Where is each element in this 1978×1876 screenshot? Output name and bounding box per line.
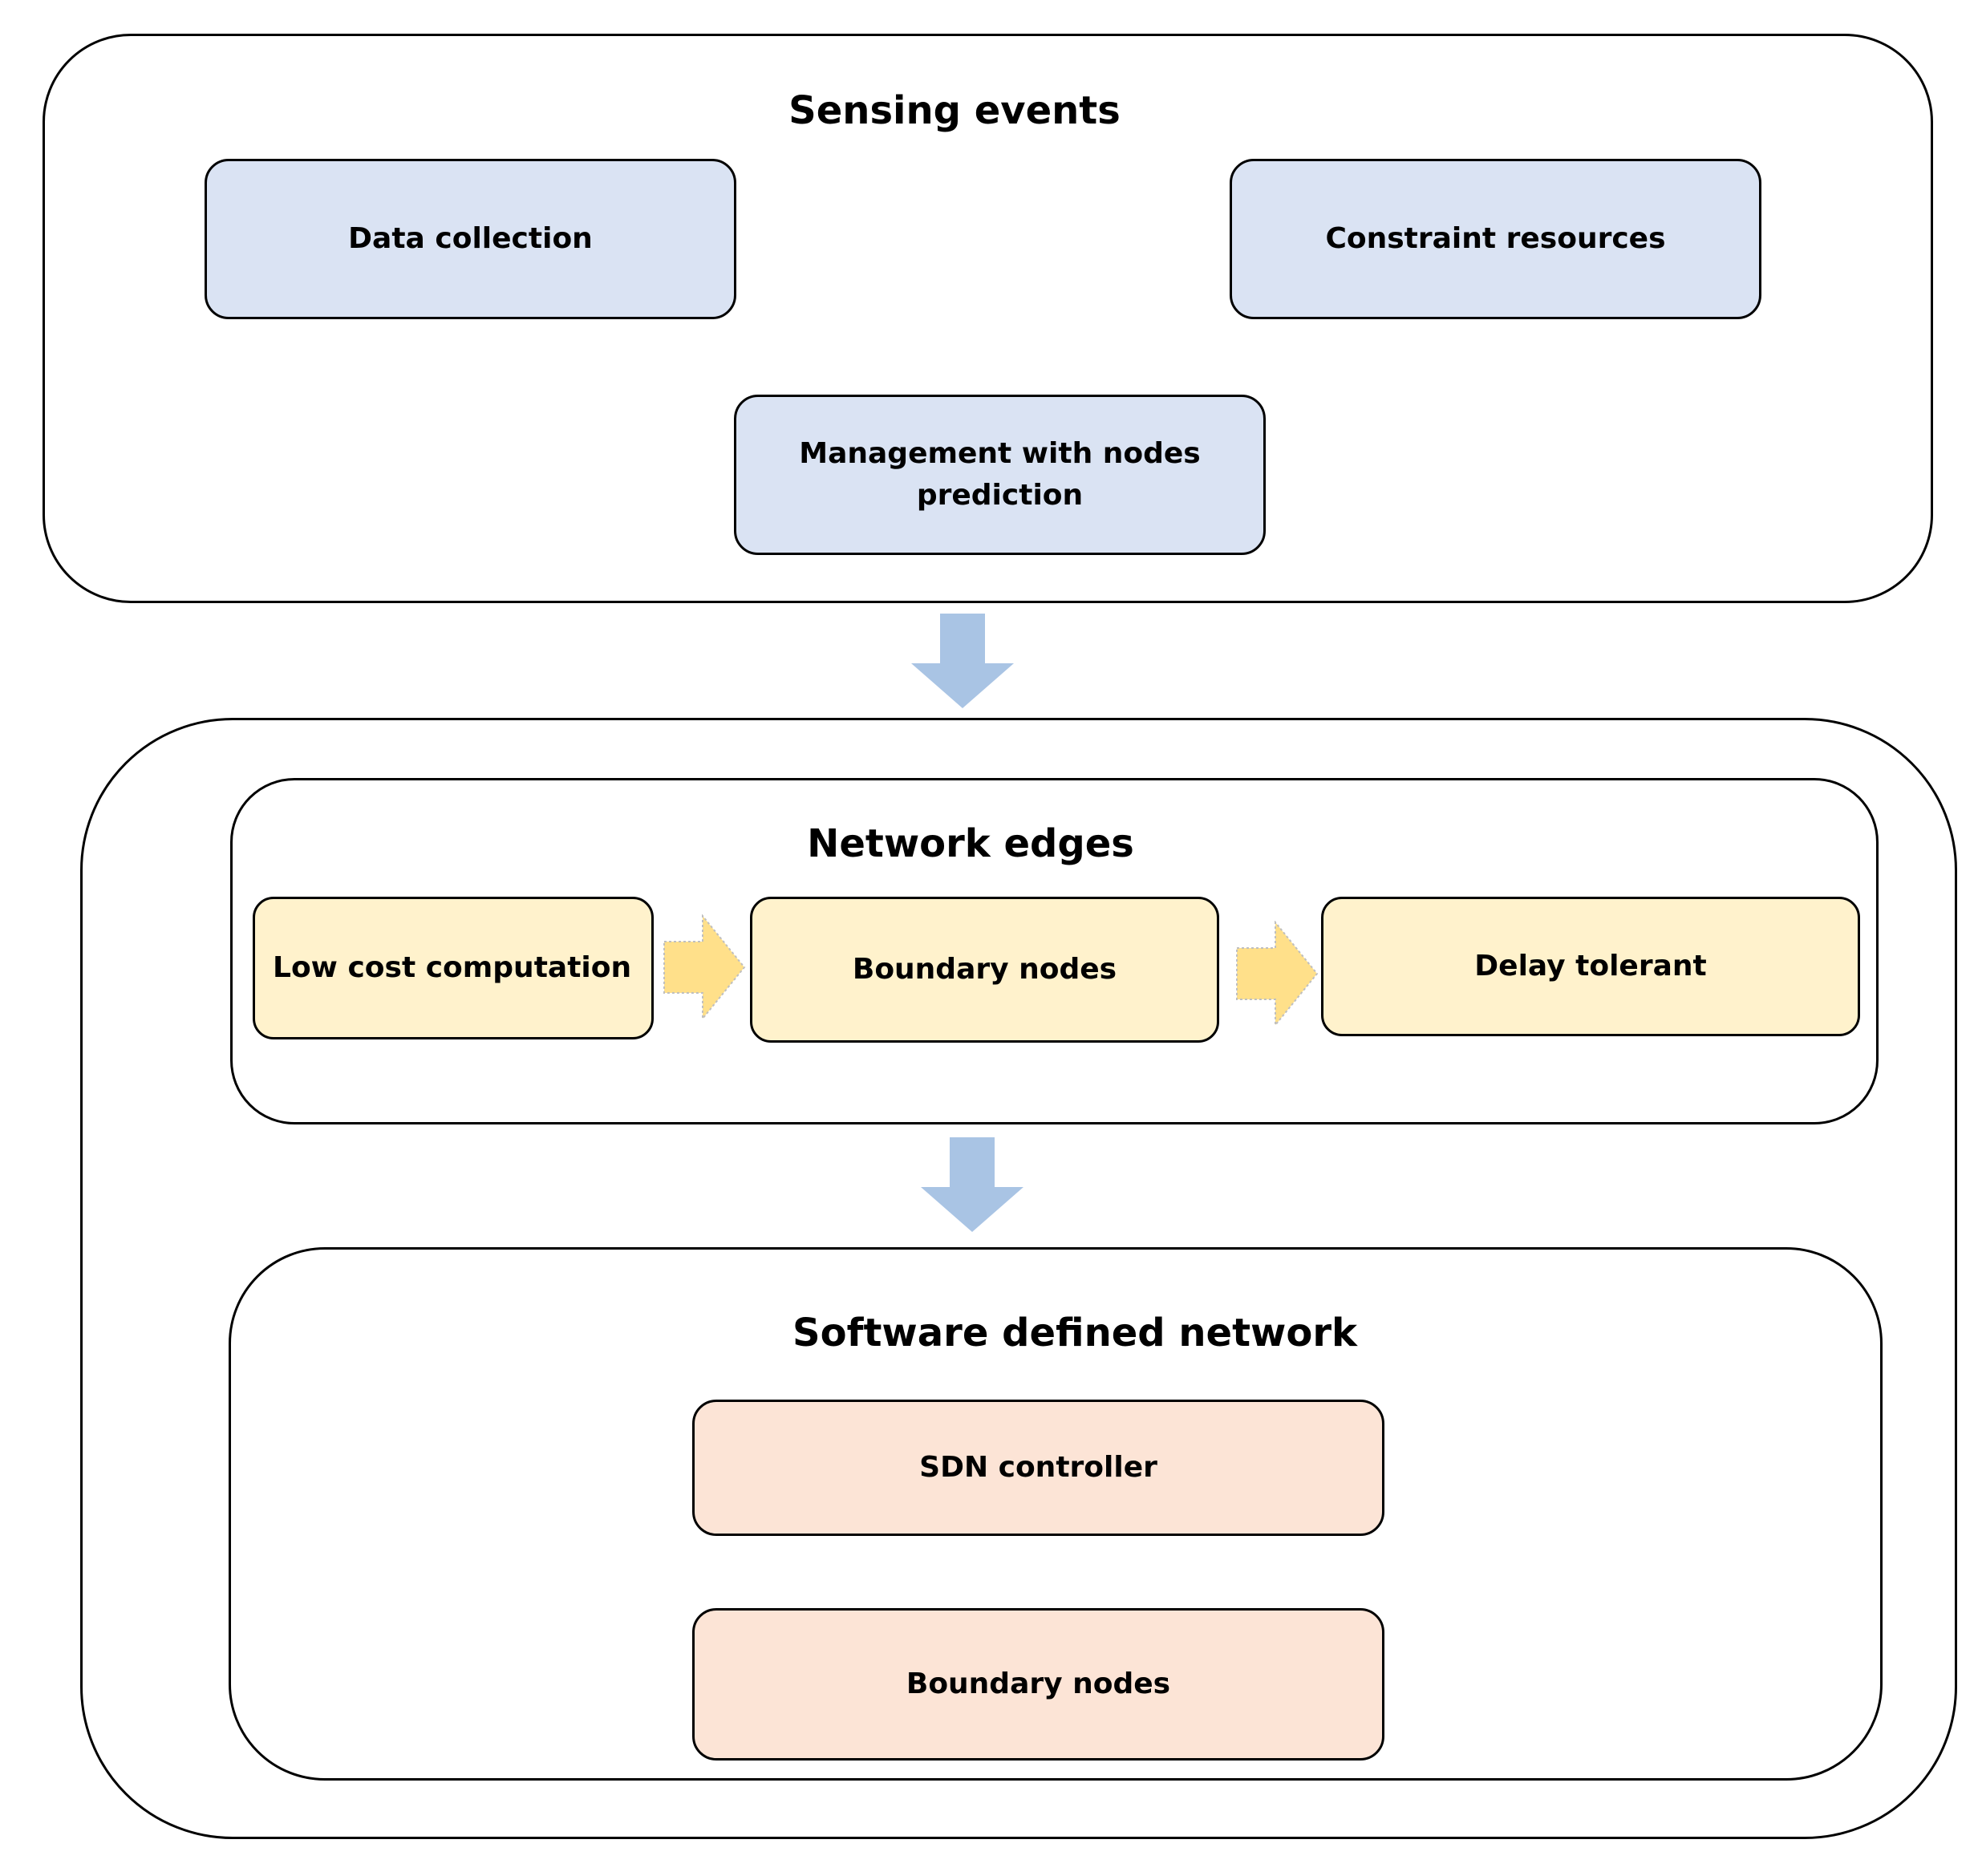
software-defined-network-title: Software defined network bbox=[792, 1311, 1357, 1355]
sdn-boundary-nodes-box: Boundary nodes bbox=[692, 1608, 1384, 1761]
down-arrow-icon bbox=[921, 1137, 1023, 1232]
network-edges-title: Network edges bbox=[807, 821, 1134, 866]
sdn-controller-box: SDN controller bbox=[692, 1400, 1384, 1536]
right-arrow-icon bbox=[663, 914, 746, 1020]
constraint-resources-box: Constraint resources bbox=[1230, 159, 1761, 319]
right-arrow-icon bbox=[1236, 921, 1319, 1027]
low-cost-computation-box: Low cost computation bbox=[253, 897, 654, 1039]
boundary-nodes-box: Boundary nodes bbox=[750, 897, 1219, 1043]
data-collection-box: Data collection bbox=[205, 159, 736, 319]
sensing-events-title: Sensing events bbox=[788, 88, 1121, 133]
down-arrow-icon bbox=[911, 614, 1014, 708]
delay-tolerant-box: Delay tolerant bbox=[1321, 897, 1860, 1036]
management-nodes-prediction-box: Management with nodes prediction bbox=[734, 395, 1266, 555]
